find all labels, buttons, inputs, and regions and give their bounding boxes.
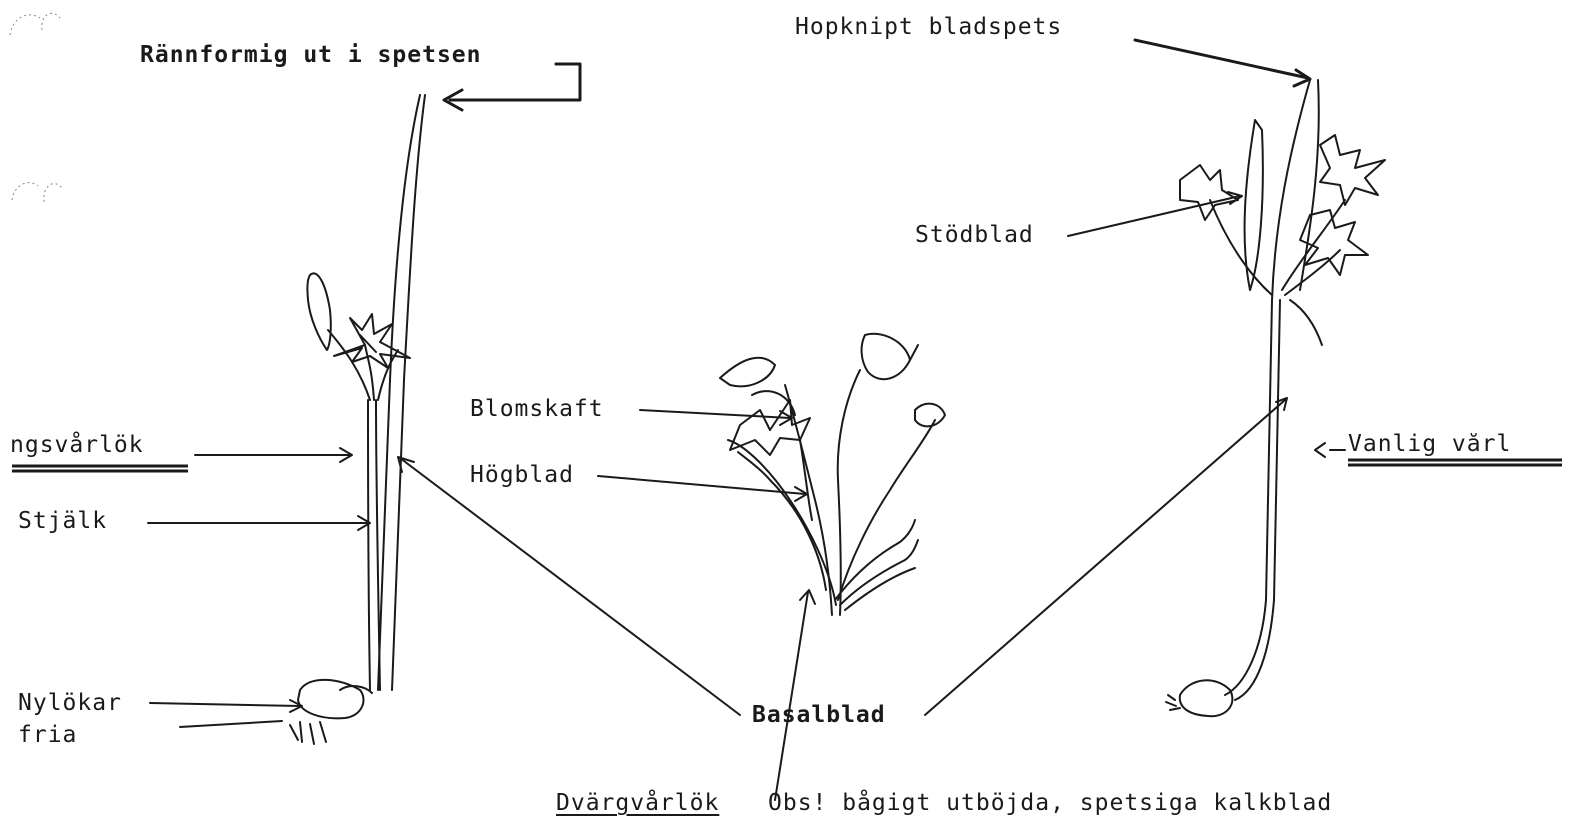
- label-vanlig-varlok: Vanlig vårl: [1348, 433, 1563, 456]
- label-rannformig: Rännformig ut i spetsen: [140, 44, 482, 67]
- label-blomskaft: Blomskaft: [470, 398, 604, 421]
- label-hogblad: Högblad: [470, 464, 574, 487]
- label-stjalk: Stjälk: [18, 510, 107, 533]
- middle-plant-dvargvarlok: [720, 334, 945, 615]
- right-plant-vanlig-varlok: [1166, 80, 1385, 716]
- label-angsvarlok: ngsvårlök: [10, 434, 144, 457]
- left-plant-angsvarlok: [290, 95, 425, 744]
- label-nylokar: Nylökar: [18, 692, 122, 715]
- label-obs-note: Obs! bågigt utböjda, spetsiga kalkblad: [768, 792, 1332, 815]
- label-nylokar-fria: fria: [18, 724, 77, 747]
- label-stodblad: Stödblad: [915, 224, 1034, 247]
- label-dvargvarlok: Dvärgvårlök: [556, 792, 719, 815]
- label-basalblad: Basalblad: [752, 704, 886, 727]
- scan-marks: [10, 13, 62, 202]
- species-underlines: [12, 460, 1562, 471]
- label-hopknipt-bladspets: Hopknipt bladspets: [795, 16, 1062, 39]
